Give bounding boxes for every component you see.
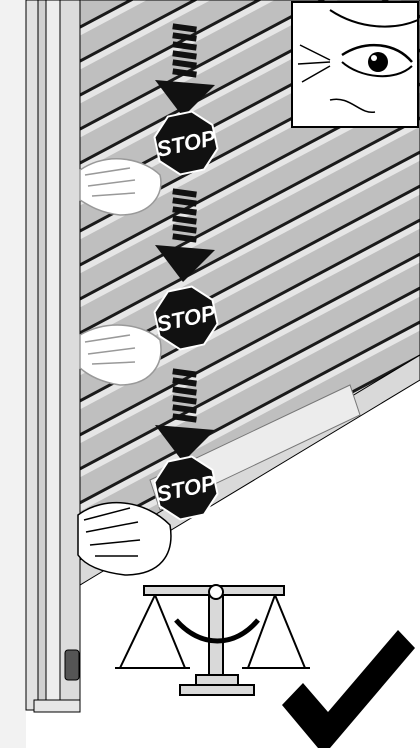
- hand-icon: [80, 325, 161, 385]
- balance-scale-icon: [115, 585, 310, 695]
- hand-icon: [80, 159, 161, 215]
- door-frame-rail: [0, 0, 80, 748]
- rail-connector: [65, 650, 79, 680]
- checkmark-icon: [282, 630, 415, 748]
- eye-observe-icon: [292, 2, 418, 127]
